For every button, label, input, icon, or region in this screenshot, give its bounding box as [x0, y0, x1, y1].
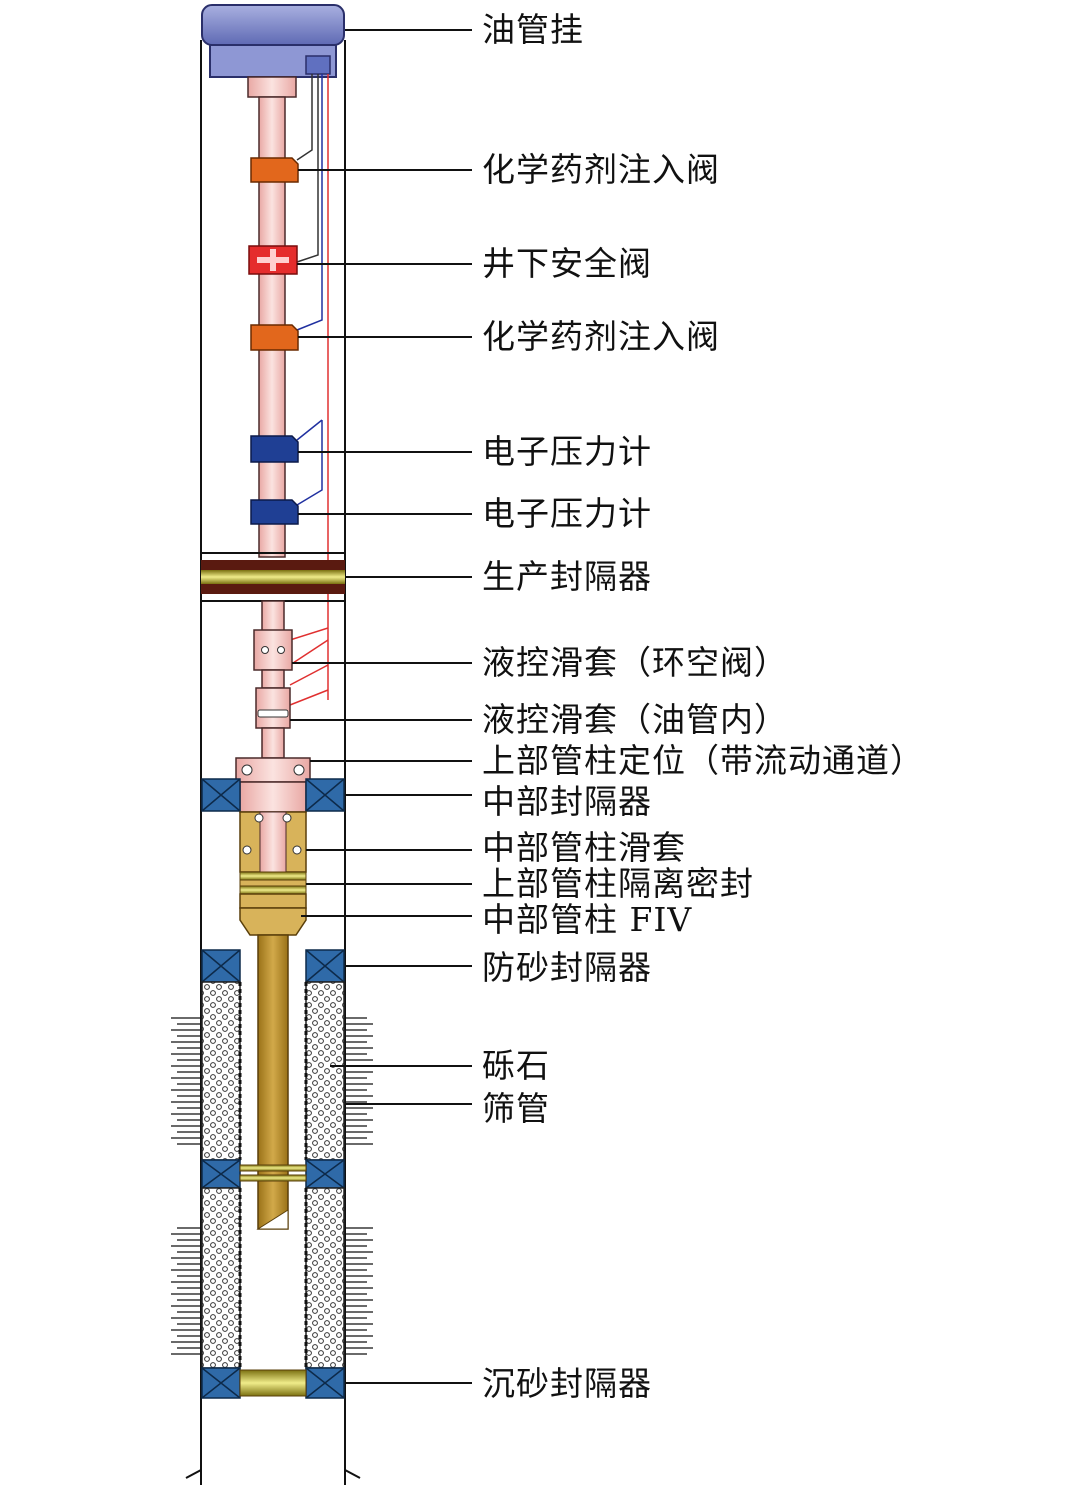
- sand-control-packer: [201, 949, 345, 983]
- inner-string: [256, 934, 289, 1230]
- subsurface-safety-valve: [248, 245, 298, 275]
- leader-lines: [290, 29, 472, 1384]
- casing: [185, 40, 361, 1485]
- label-middle-string-fiv: 中部管柱 FIV: [482, 900, 693, 939]
- label-middle-string-sleeve: 中部管柱滑套: [482, 828, 686, 867]
- label-sliding-sleeve-tubing: 液控滑套（油管内）: [482, 700, 788, 739]
- label-upper-string-locator: 上部管柱定位（带流动通道）: [482, 741, 924, 780]
- label-production-packer: 生产封隔器: [482, 557, 652, 596]
- control-lines: [289, 74, 329, 706]
- label-screen: 筛管: [482, 1089, 550, 1128]
- middle-string-assembly: [239, 811, 307, 936]
- upper-string-locator: [235, 757, 311, 813]
- gravel-pack-lower: [201, 1187, 345, 1369]
- sump-packer: [201, 1367, 345, 1399]
- production-packer: [201, 552, 345, 602]
- label-upper-string-isolation-seal: 上部管柱隔离密封: [482, 864, 754, 903]
- chemical-injection-valve-2: [250, 324, 299, 351]
- gravel-pack-upper: [201, 981, 345, 1161]
- label-sliding-sleeve-annulus: 液控滑套（环空阀）: [482, 643, 788, 682]
- tubing-hanger: [201, 4, 345, 78]
- lower-tubing: [253, 600, 293, 759]
- label-sand-control-packer: 防砂封隔器: [482, 948, 652, 987]
- label-middle-packer: 中部封隔器: [482, 782, 652, 821]
- label-pressure-gauge-2: 电子压力计: [482, 494, 652, 533]
- pressure-gauge-1: [250, 435, 299, 463]
- label-chemical-injection-valve-2: 化学药剂注入阀: [482, 317, 720, 356]
- label-tubing-hanger: 油管挂: [482, 10, 584, 49]
- isolation-packer-mid: [201, 1159, 345, 1189]
- label-pressure-gauge-1: 电子压力计: [482, 432, 652, 471]
- pressure-gauge-2: [250, 499, 299, 525]
- label-chemical-injection-valve-1: 化学药剂注入阀: [482, 150, 720, 189]
- chemical-injection-valve-1: [250, 157, 299, 183]
- label-gravel: 砾石: [482, 1046, 550, 1085]
- upper-tubing: [247, 76, 297, 558]
- label-sump-packer: 沉砂封隔器: [482, 1364, 652, 1403]
- middle-packer: [201, 778, 345, 812]
- label-subsurface-safety-valve: 井下安全阀: [482, 244, 652, 283]
- perforations: [171, 1017, 373, 1355]
